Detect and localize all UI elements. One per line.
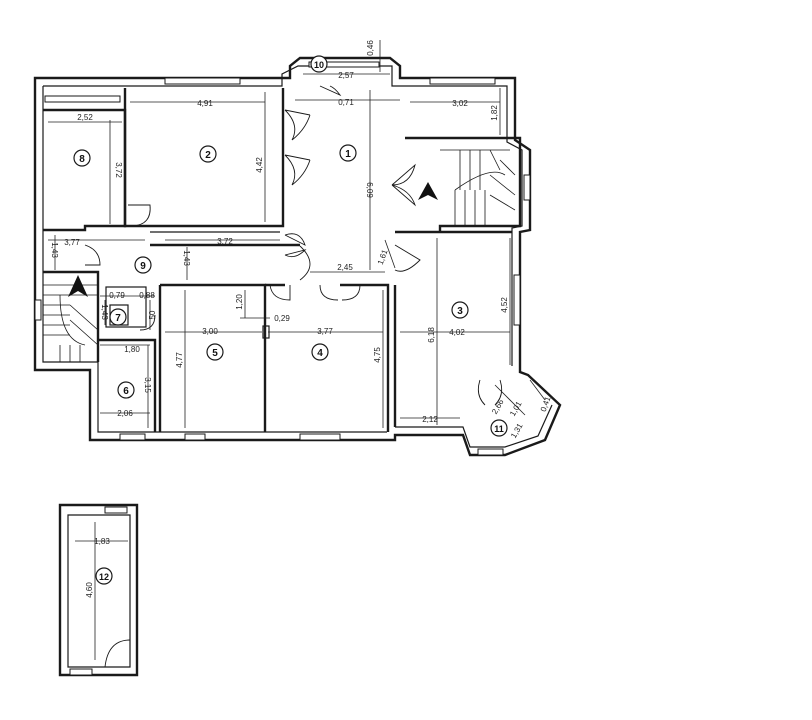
room-3-label: 3 — [457, 306, 463, 317]
dim-label: 3,77 — [64, 238, 80, 247]
dim-label: 2,57 — [338, 71, 354, 80]
dim-label: 1,83 — [94, 537, 110, 546]
room-8-label: 8 — [79, 154, 85, 165]
dimension-lines — [48, 40, 546, 428]
dim-label: 6,18 — [427, 327, 436, 343]
dim-label: 1,43 — [182, 250, 191, 266]
dim-label: 2,66 — [490, 397, 506, 415]
interior-walls — [43, 88, 522, 432]
dim-label: 1,43 — [50, 242, 59, 258]
windows — [34, 61, 531, 456]
room-1-label: 1 — [345, 149, 351, 160]
dim-label: 0,46 — [366, 40, 375, 56]
doors — [84, 85, 503, 406]
room-10-label: 10 — [314, 60, 324, 70]
room-9-label: 9 — [140, 261, 146, 272]
dim-label: 1,01 — [508, 399, 524, 417]
dim-label: 3,02 — [452, 99, 468, 108]
dim-label: 1,20 — [235, 294, 244, 310]
dim-label: 4,75 — [373, 347, 382, 363]
dim-label: 2,06 — [117, 409, 133, 418]
dim-label: 0,29 — [274, 314, 290, 323]
dim-label: 50 — [148, 310, 157, 319]
dim-label: 1,82 — [490, 105, 499, 121]
dim-label: 4,52 — [500, 297, 509, 313]
dim-label: 4,42 — [255, 157, 264, 173]
room-12-block: 1,83 4,60 12 — [58, 503, 139, 677]
dim-label: 3,00 — [202, 327, 218, 336]
dim-label: 0,71 — [338, 98, 354, 107]
dim-label: 1,31 — [509, 421, 525, 439]
dim-label: 6,09 — [365, 182, 374, 198]
right-staircase — [418, 149, 516, 226]
room-labels: 1 2 3 4 5 6 7 8 9 10 11 — [73, 55, 508, 437]
right-stair-arrow-icon — [418, 182, 438, 200]
room-4-label: 4 — [317, 348, 323, 359]
room-5-label: 5 — [212, 348, 218, 359]
dim-label: 2,12 — [422, 415, 438, 424]
dim-label: 4,91 — [197, 99, 213, 108]
room-11-label: 11 — [494, 424, 504, 434]
dim-label: 3,72 — [114, 162, 123, 178]
room-6-label: 6 — [123, 386, 129, 397]
dim-label: 3,72 — [217, 237, 233, 246]
dim-label: 0,79 — [109, 291, 125, 300]
dim-label: 3,77 — [317, 327, 333, 336]
dim-label: 3,15 — [143, 377, 152, 393]
dim-label: 2,52 — [77, 113, 93, 122]
dim-label: 0,88 — [139, 291, 155, 300]
left-stair-arrow-icon — [68, 275, 88, 297]
dim-label: 1,43 — [100, 304, 109, 320]
dim-label: 2,45 — [337, 263, 353, 272]
dim-label: 1,61 — [376, 248, 390, 266]
dim-label: 4,60 — [85, 582, 94, 598]
outer-walls — [33, 56, 562, 457]
room-2-label: 2 — [205, 150, 211, 161]
dim-label: 4,77 — [175, 352, 184, 368]
left-staircase — [43, 275, 99, 362]
room-7-label: 7 — [115, 313, 121, 324]
room-12-label: 12 — [99, 572, 109, 582]
dim-label: 1,80 — [124, 345, 140, 354]
dim-label: 4,02 — [449, 328, 465, 337]
